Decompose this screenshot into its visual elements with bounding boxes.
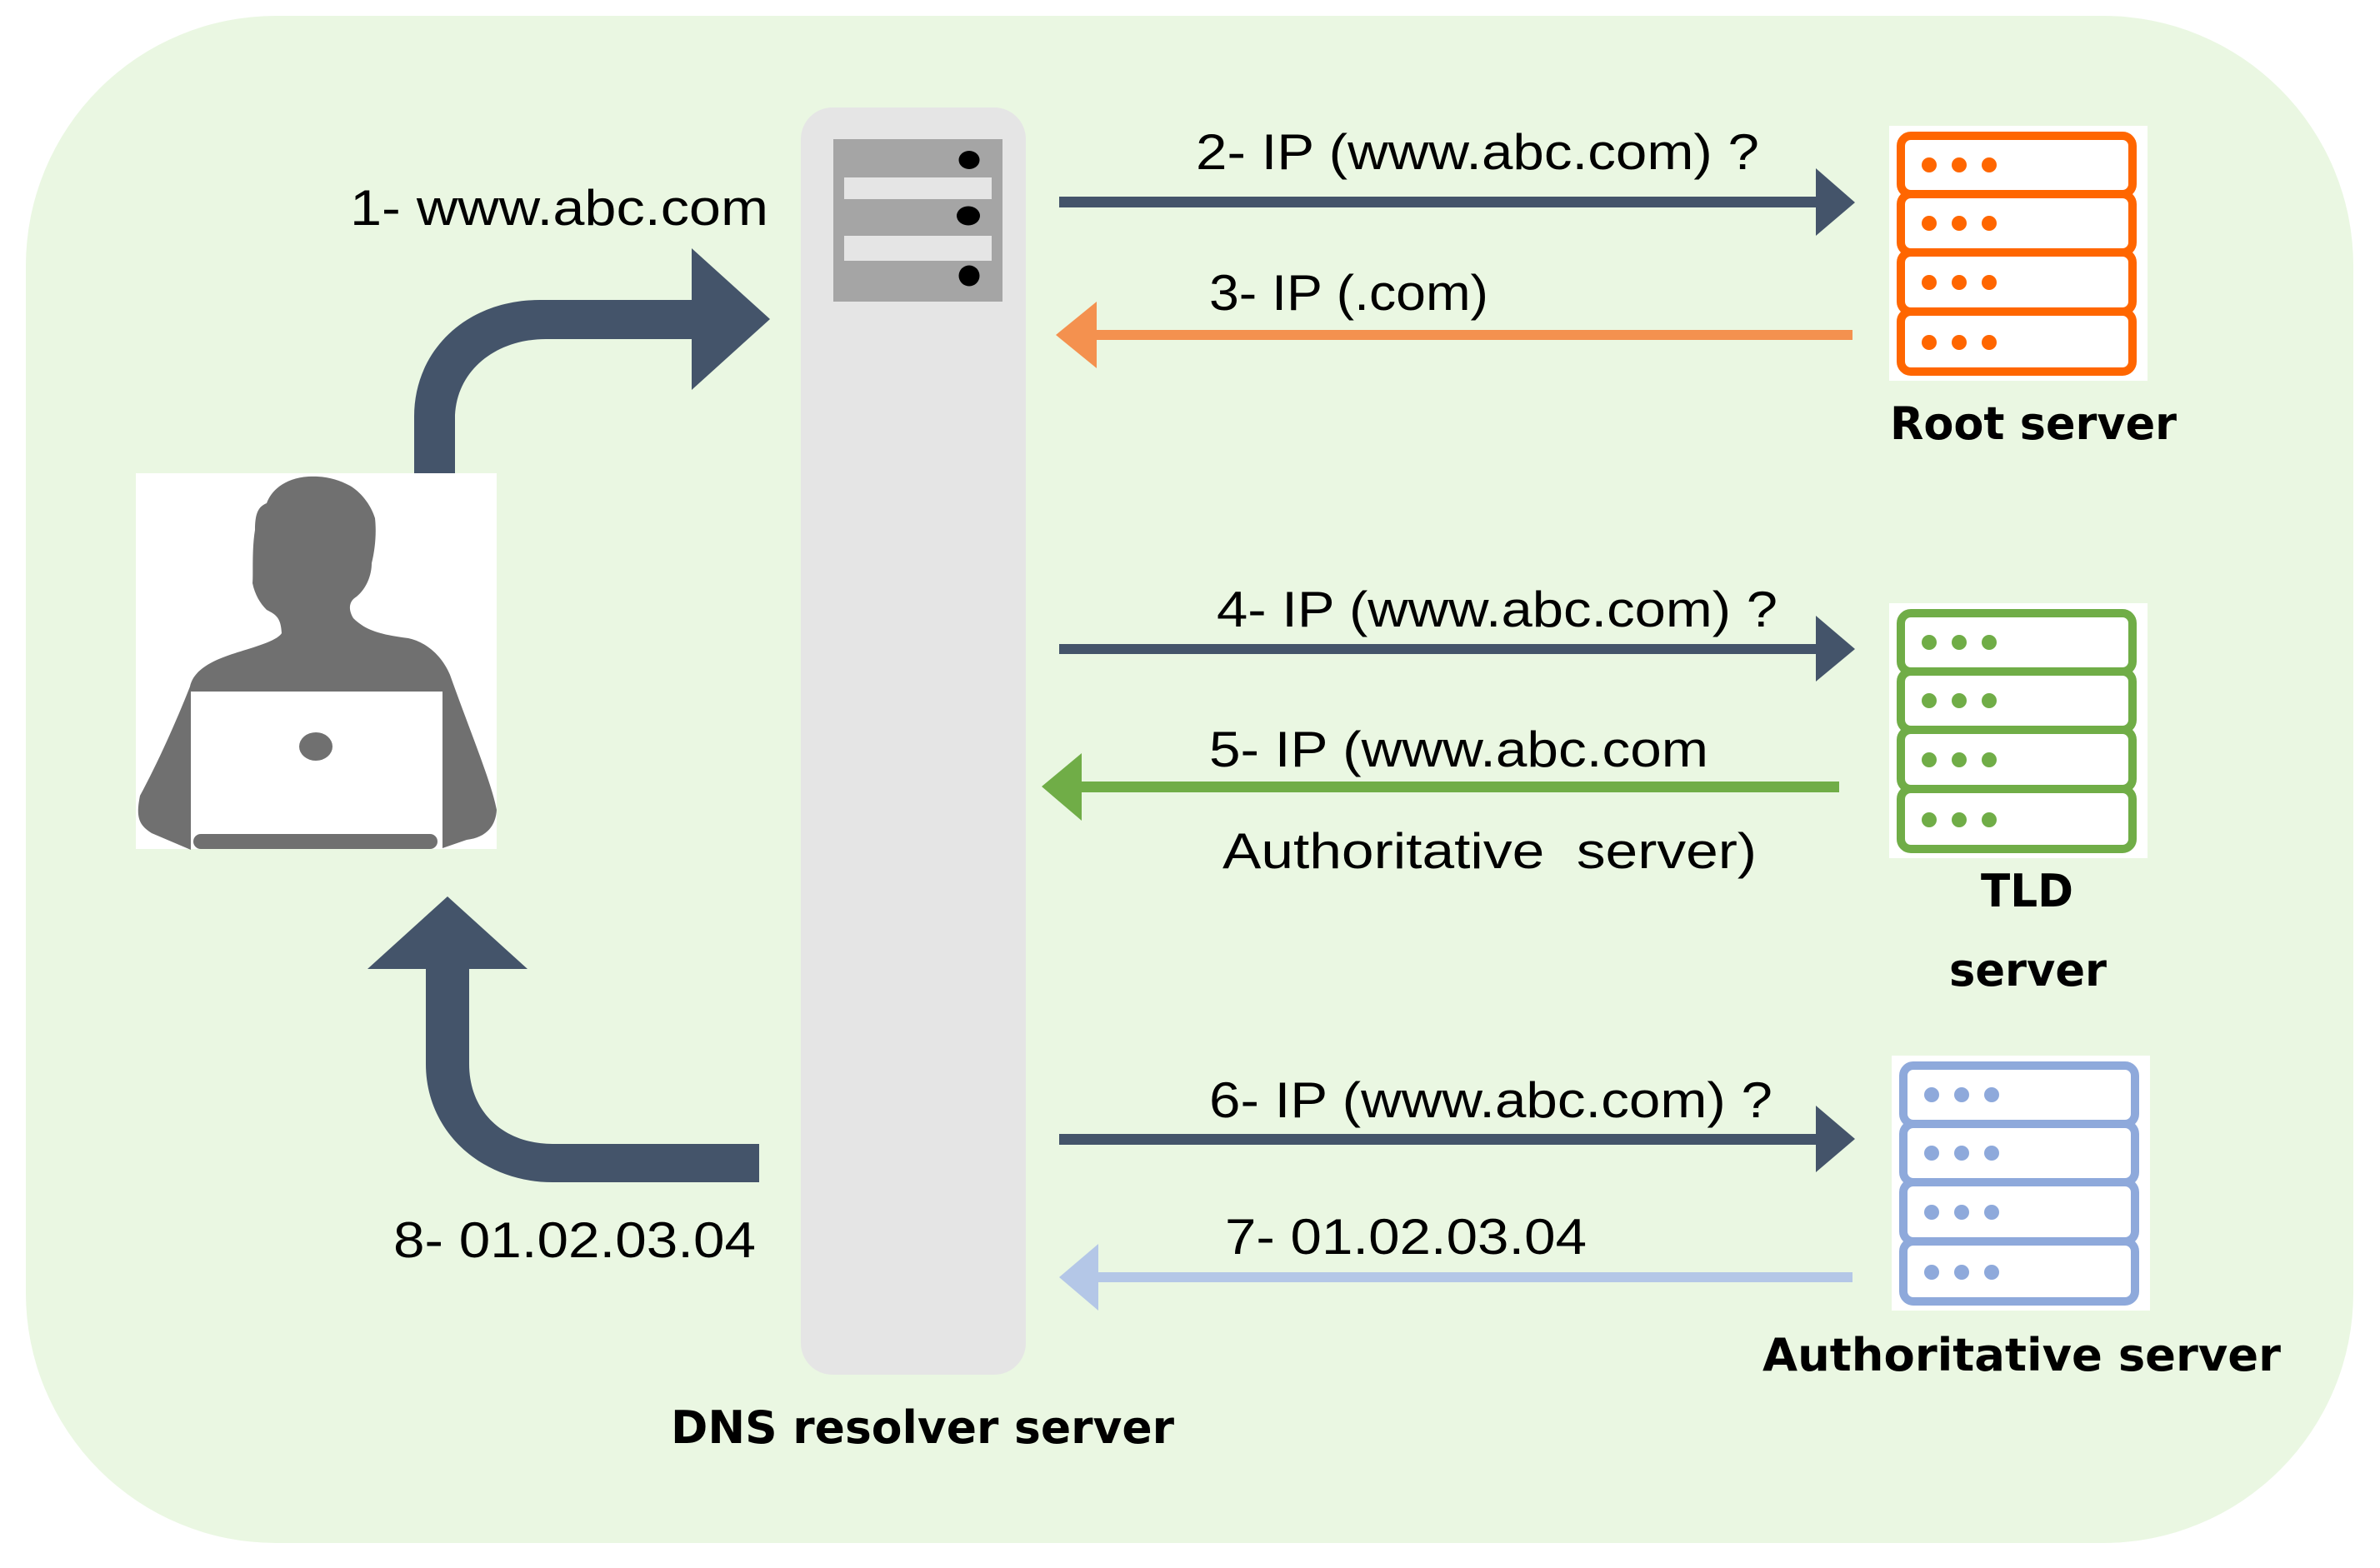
step-3-arrow (1056, 302, 1852, 368)
step-1: 1- www.abc.com (350, 180, 770, 473)
root-server-node: Root server (1889, 126, 2177, 450)
resolver-column (801, 107, 1026, 1375)
authoritative-server-icon (1892, 1056, 2150, 1311)
step-6-label: 6- IP (www.abc.com) ? (1209, 1072, 1772, 1128)
client-node (136, 473, 498, 850)
step-7-arrow (1059, 1244, 1852, 1311)
step-3: 3- IP (.com) (1056, 265, 1852, 368)
step-3-label: 3- IP (.com) (1209, 265, 1488, 321)
laptop-camera (299, 732, 332, 761)
root-server-label: Root server (1890, 397, 2177, 450)
tld-server-label-line1: TLD (1981, 865, 2073, 917)
step-6-arrow (1059, 1106, 1855, 1172)
authoritative-server-label: Authoritative server (1762, 1329, 2281, 1381)
step-2: 2- IP (www.abc.com) ? (1059, 124, 1855, 236)
resolver-node: DNS resolver server (671, 107, 1174, 1454)
step-8: 8- 01.02.03.04 (368, 896, 759, 1268)
step-8-arrow (368, 896, 759, 1182)
step-4-arrow (1059, 616, 1855, 682)
step-5-arrow (1042, 753, 1839, 821)
step-2-label: 2- IP (www.abc.com) ? (1196, 124, 1759, 180)
step-4: 4- IP (www.abc.com) ? (1059, 582, 1855, 682)
tld-server-icon (1889, 603, 2148, 858)
user-with-laptop-icon (138, 476, 498, 850)
step-7-label: 7- 01.02.03.04 (1225, 1209, 1587, 1265)
tld-server-node: TLD server (1889, 603, 2148, 996)
step-5-label-line2: Authoritative server) (1222, 823, 1757, 879)
step-7: 7- 01.02.03.04 (1059, 1209, 1852, 1311)
server-rack-icon (833, 139, 1002, 302)
step-5: 5- IP (www.abc.com Authoritative server) (1042, 722, 1839, 879)
resolver-label: DNS resolver server (671, 1401, 1174, 1454)
step-6: 6- IP (www.abc.com) ? (1059, 1072, 1855, 1172)
step-2-arrow (1059, 168, 1855, 236)
step-5-label-line1: 5- IP (www.abc.com (1209, 722, 1708, 777)
laptop-base (193, 834, 438, 849)
step-1-arrow (414, 248, 770, 473)
step-1-label: 1- www.abc.com (350, 180, 768, 236)
step-8-label: 8- 01.02.03.04 (393, 1212, 756, 1268)
authoritative-server-node: Authoritative server (1762, 1056, 2281, 1381)
tld-server-label-line2: server (1949, 944, 2107, 996)
step-4-label: 4- IP (www.abc.com) ? (1217, 582, 1778, 637)
root-server-icon (1889, 126, 2148, 381)
